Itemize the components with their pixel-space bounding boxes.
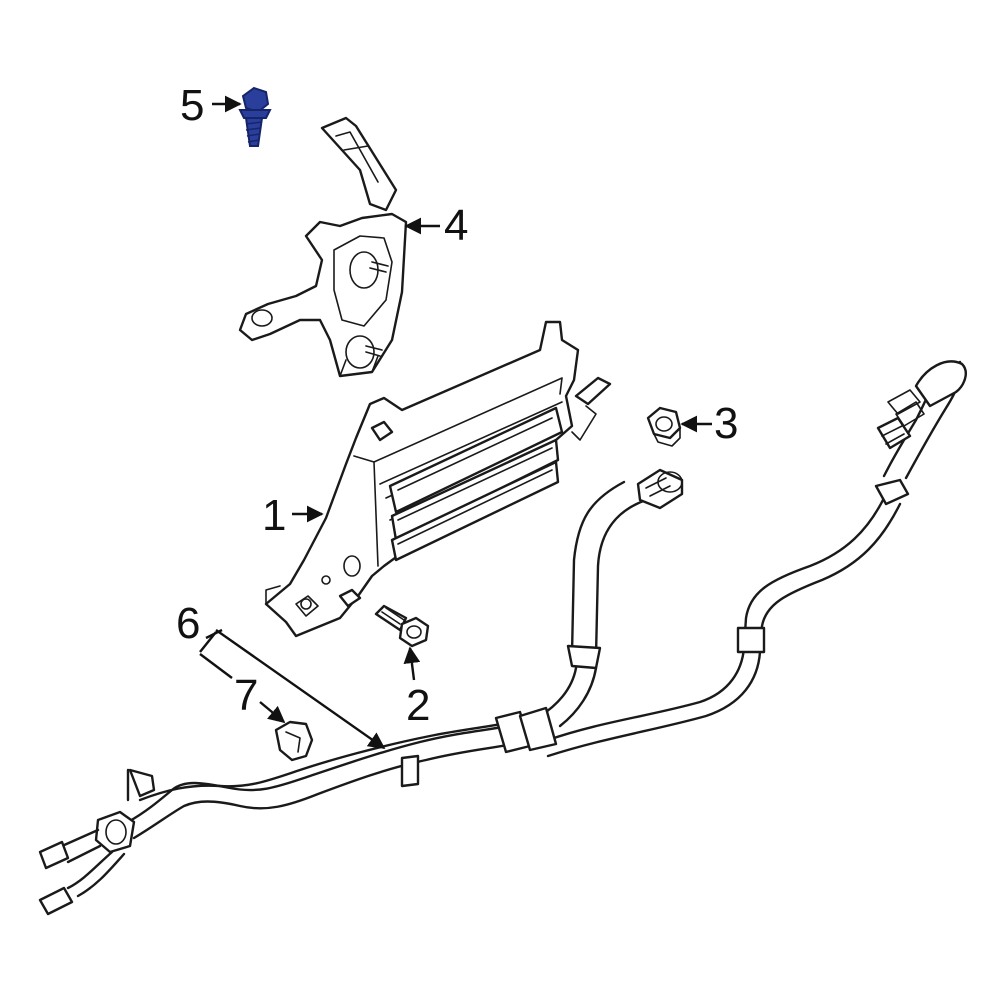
callout-7: 7 — [234, 671, 258, 720]
bracket-part-4[interactable] — [238, 116, 408, 378]
clip-part-7[interactable] — [274, 720, 314, 762]
nut-part-3[interactable] — [646, 406, 682, 447]
callout-3: 3 — [714, 399, 738, 448]
lower-tube-assembly-part-6[interactable] — [38, 706, 558, 916]
leader-lines — [199, 95, 712, 749]
bolt-part-5[interactable] — [238, 86, 272, 147]
oil-cooler-part-1[interactable] — [264, 320, 612, 638]
bolt-part-2[interactable] — [374, 604, 430, 648]
callout-2: 2 — [406, 681, 430, 730]
callout-1: 1 — [262, 491, 286, 540]
callout-4: 4 — [444, 201, 468, 250]
upper-hose[interactable] — [538, 468, 684, 728]
outlet-tube[interactable] — [546, 360, 967, 758]
callout-5: 5 — [180, 81, 204, 130]
callout-6: 6 — [176, 599, 200, 648]
